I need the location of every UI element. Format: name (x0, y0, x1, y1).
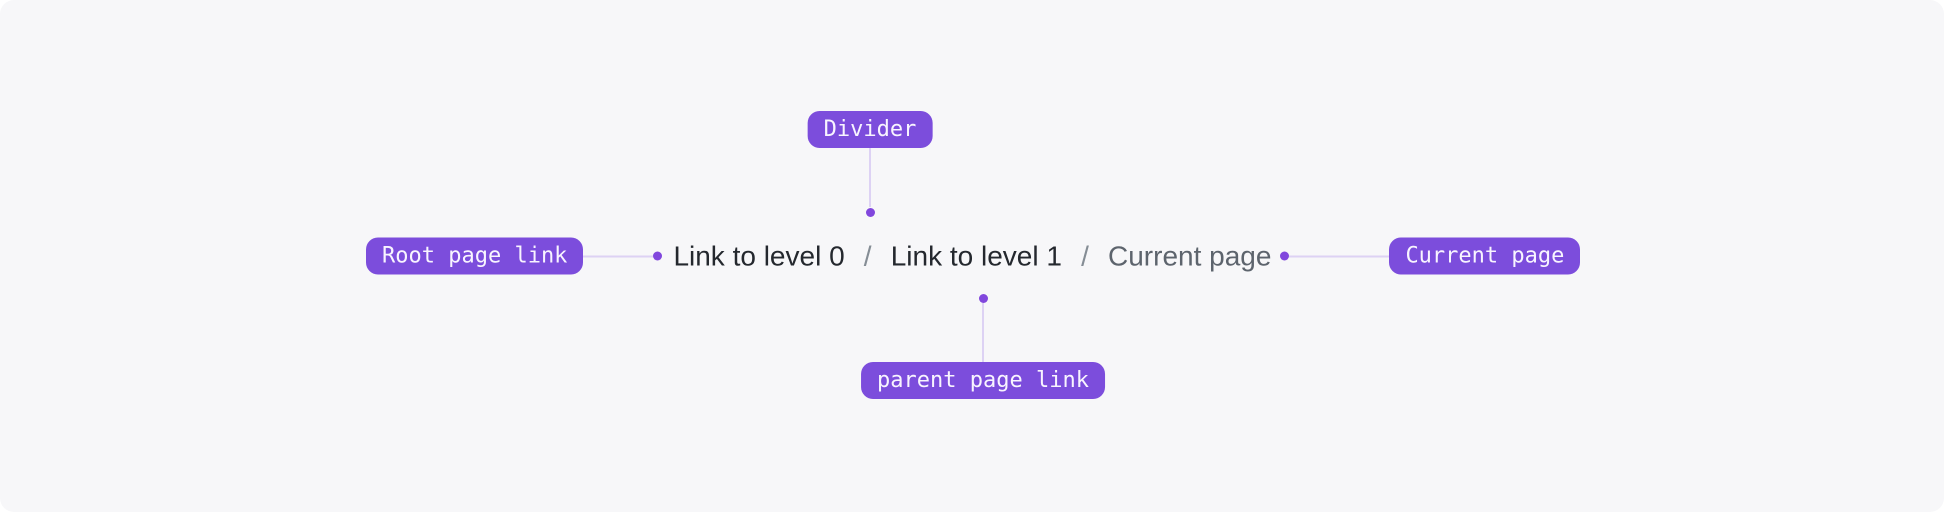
breadcrumb-row: Root page link Link to level 0 / Link to… (366, 237, 1581, 275)
breadcrumb-current-page: Current page (1108, 240, 1272, 271)
annotation-parent-page-link: parent page link (861, 362, 1105, 399)
breadcrumb-divider: / (863, 240, 872, 271)
current-page-badge: Current page (1389, 237, 1581, 275)
parent-connector-dot (979, 294, 988, 303)
divider-connector-line (869, 148, 871, 207)
parent-connector-line (982, 303, 984, 362)
divider-badge: Divider (807, 111, 933, 148)
divider-connector-dot (866, 208, 875, 217)
root-page-link-badge: Root page link (366, 237, 584, 275)
breadcrumb-divider: / (1081, 240, 1089, 271)
root-connector-dot (653, 251, 663, 261)
breadcrumb-link-level-0[interactable]: Link to level 0 (673, 240, 845, 271)
parent-page-link-badge: parent page link (861, 362, 1105, 399)
annotation-divider: Divider (807, 111, 933, 148)
root-connector-line (583, 255, 654, 257)
breadcrumb: Link to level 0 / Link to level 1 / Curr… (673, 240, 1271, 272)
current-connector-dot (1280, 251, 1290, 261)
current-connector-line (1289, 255, 1390, 257)
breadcrumb-link-level-1[interactable]: Link to level 1 (890, 240, 1062, 271)
